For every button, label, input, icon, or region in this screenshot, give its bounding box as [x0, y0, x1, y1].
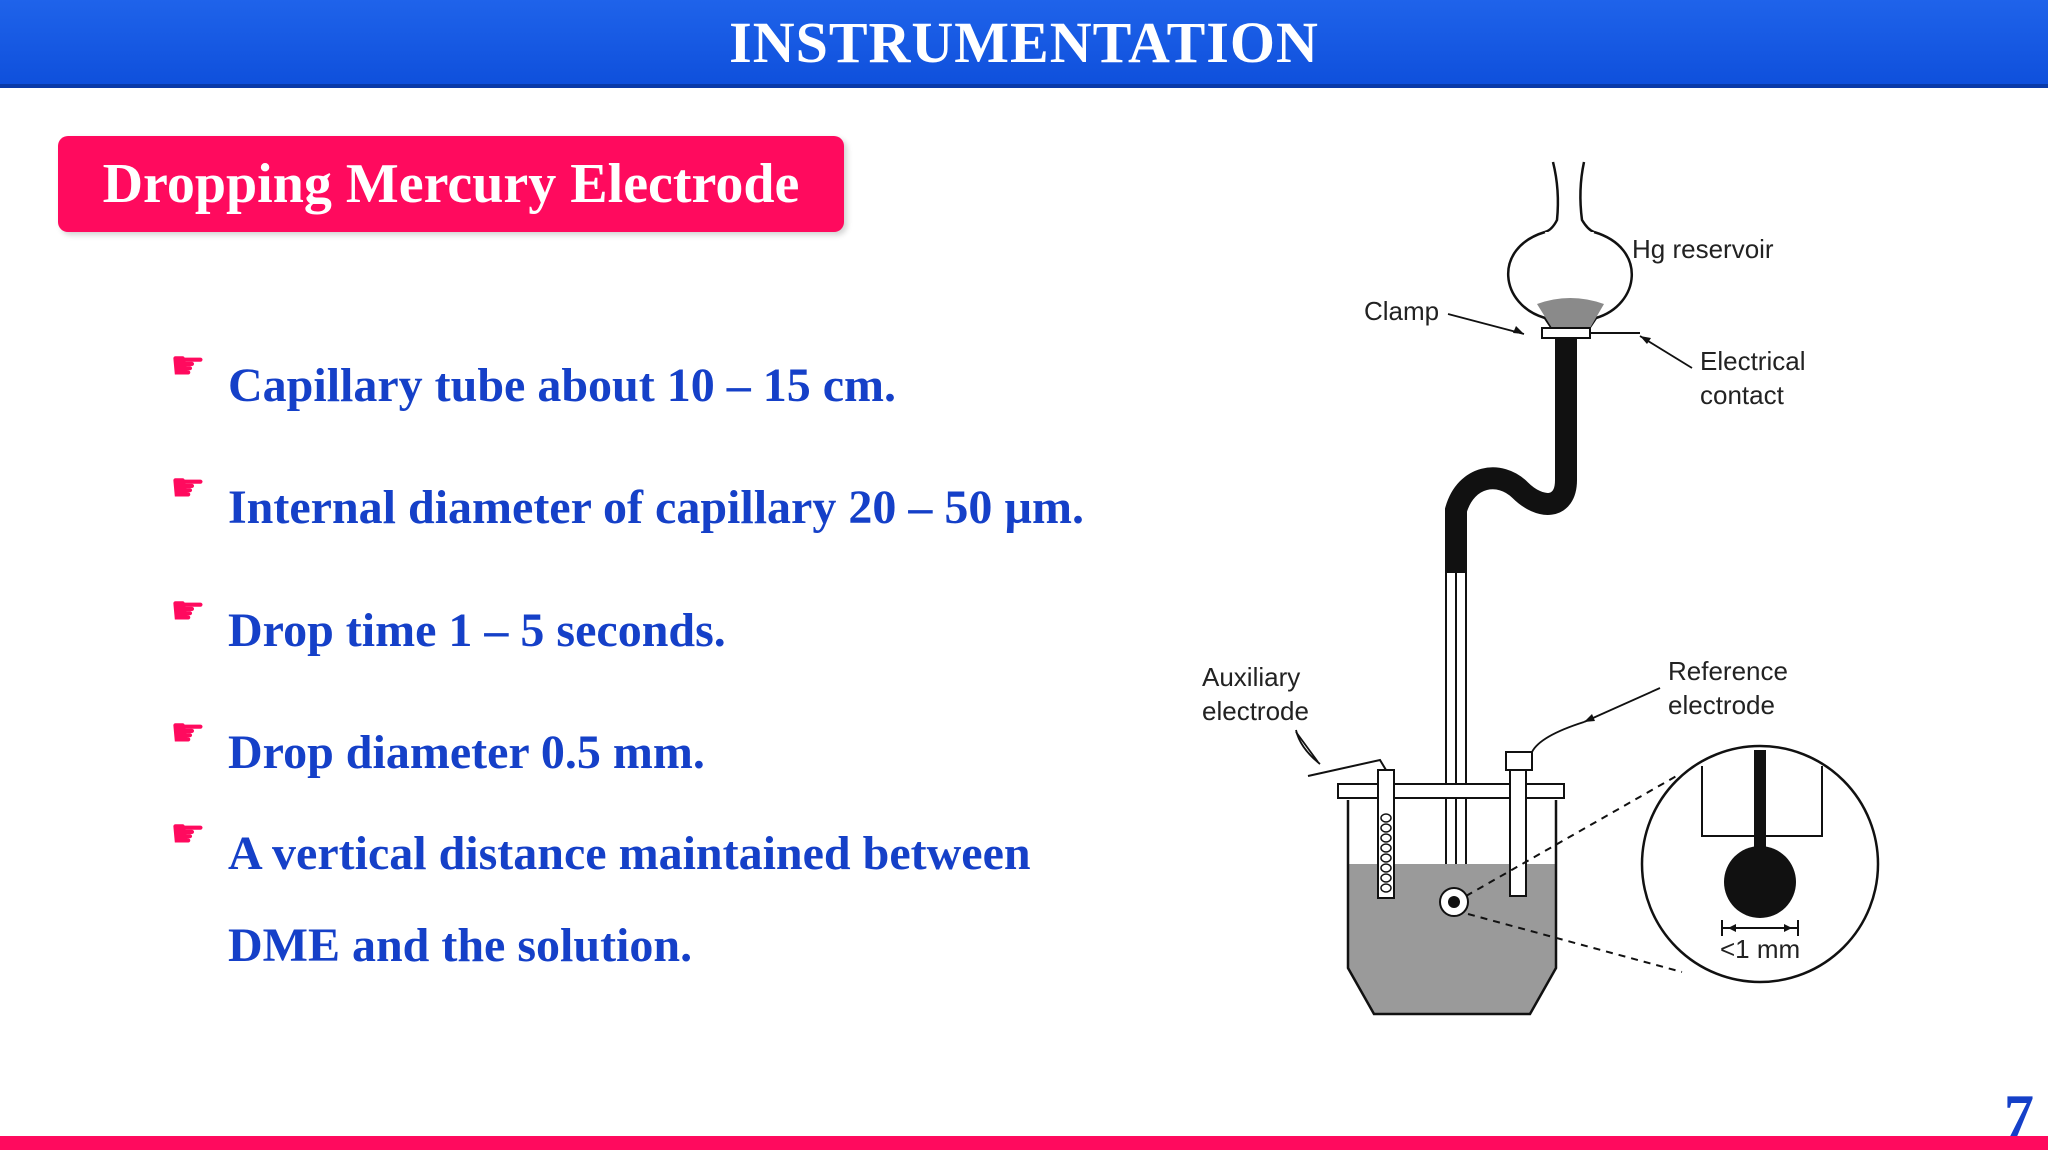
pointing-hand-icon: ☛ — [170, 710, 206, 756]
bullet-text: Capillary tube about 10 – 15 cm. — [228, 359, 897, 412]
beaker-solution — [1348, 864, 1556, 1014]
label-hg-reservoir: Hg reservoir — [1632, 234, 1774, 264]
subtitle-text: Dropping Mercury Electrode — [102, 153, 800, 215]
bullet-line: A vertical distance maintained between — [228, 827, 1031, 880]
slide-title: INSTRUMENTATION — [729, 9, 1319, 75]
pointing-hand-icon: ☛ — [170, 465, 206, 511]
subtitle-banner: Dropping Mercury Electrode — [58, 136, 844, 232]
pointing-hand-icon: ☛ — [170, 811, 206, 857]
bullet-item: ☛ Internal diameter of capillary 20 – 50… — [170, 462, 1084, 554]
tubing — [1445, 338, 1577, 572]
label-clamp: Clamp — [1364, 296, 1439, 326]
label-electrical-contact-1: Electrical — [1700, 346, 1805, 376]
bullet-text: Drop diameter 0.5 mm. — [228, 726, 705, 779]
label-auxiliary-2: electrode — [1202, 696, 1309, 726]
bullet-text: Internal diameter of capillary 20 – 50 µ… — [228, 481, 1084, 534]
dme-diagram: Hg reservoir Clamp Electrical contact Au… — [1180, 150, 1900, 1030]
bullet-item: ☛ Drop time 1 – 5 seconds. — [170, 585, 726, 677]
pointing-hand-icon: ☛ — [170, 343, 206, 389]
lid — [1337, 783, 1565, 799]
label-auxiliary-1: Auxiliary — [1202, 662, 1300, 692]
clamp — [1541, 327, 1591, 339]
footer-bar — [0, 1136, 2048, 1150]
label-electrical-contact-2: contact — [1700, 380, 1785, 410]
bullet-text-multiline: A vertical distance maintained between D… — [228, 808, 1031, 992]
beaker — [1346, 800, 1558, 1016]
bullet-line: DME and the solution. — [228, 919, 693, 972]
bullet-item: ☛ Capillary tube about 10 – 15 cm. — [170, 340, 896, 432]
label-scale: <1 mm — [1720, 934, 1800, 964]
label-reference-2: electrode — [1668, 690, 1775, 720]
label-reference-1: Reference — [1668, 656, 1788, 686]
bullet-item: ☛ A vertical distance maintained between… — [170, 808, 1031, 992]
reference-electrode — [1509, 767, 1527, 897]
header-bar: INSTRUMENTATION — [0, 0, 2048, 88]
bullet-text: Drop time 1 – 5 seconds. — [228, 604, 726, 657]
dme-diagram-svg: Hg reservoir Clamp Electrical contact Au… — [1202, 161, 1880, 1016]
pointing-hand-icon: ☛ — [170, 588, 206, 634]
bullet-item: ☛ Drop diameter 0.5 mm. — [170, 707, 705, 799]
